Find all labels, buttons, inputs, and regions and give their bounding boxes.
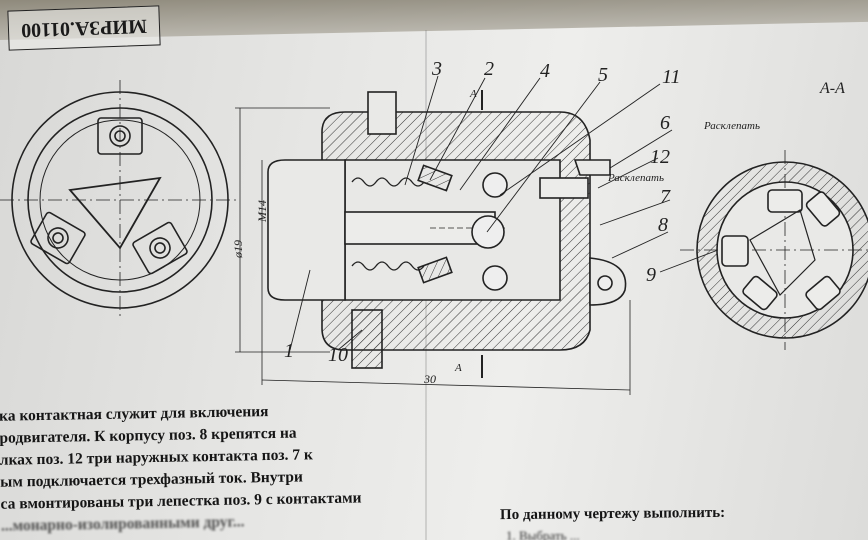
section-mark-top: А [470, 88, 477, 100]
top-view [0, 80, 240, 320]
section-title: А-А [820, 80, 845, 97]
task-line: 1. Выбрать ... [506, 528, 580, 540]
section-mark-bottom: А [455, 362, 462, 374]
task-heading: По данному чертежу выполнить: [499, 504, 726, 524]
description-text: ка контактная служит для включения родви… [0, 398, 431, 537]
dim-d19: ø19 [231, 240, 245, 258]
dimension-lines [235, 90, 631, 395]
dim-len30: 30 [424, 372, 436, 386]
section-aa-view [680, 150, 868, 350]
main-section [267, 91, 627, 369]
leader-lines [289, 75, 719, 351]
note-rasklepat-section: Расклепать [704, 120, 760, 132]
callout-4: 4 [540, 60, 550, 82]
callout-3: 3 [432, 58, 442, 80]
callout-5: 5 [598, 64, 608, 86]
callout-10: 10 [328, 344, 348, 366]
note-rasklepat-main: Расклепать [608, 172, 664, 184]
callout-9: 9 [646, 264, 656, 286]
callout-1: 1 [284, 340, 294, 362]
dim-m14: М14 [255, 200, 269, 222]
callout-6: 6 [660, 112, 670, 134]
callout-7: 7 [660, 186, 670, 208]
callout-8: 8 [658, 214, 668, 236]
callout-2: 2 [484, 58, 494, 80]
callout-12: 12 [650, 146, 670, 168]
callout-11: 11 [662, 66, 681, 88]
